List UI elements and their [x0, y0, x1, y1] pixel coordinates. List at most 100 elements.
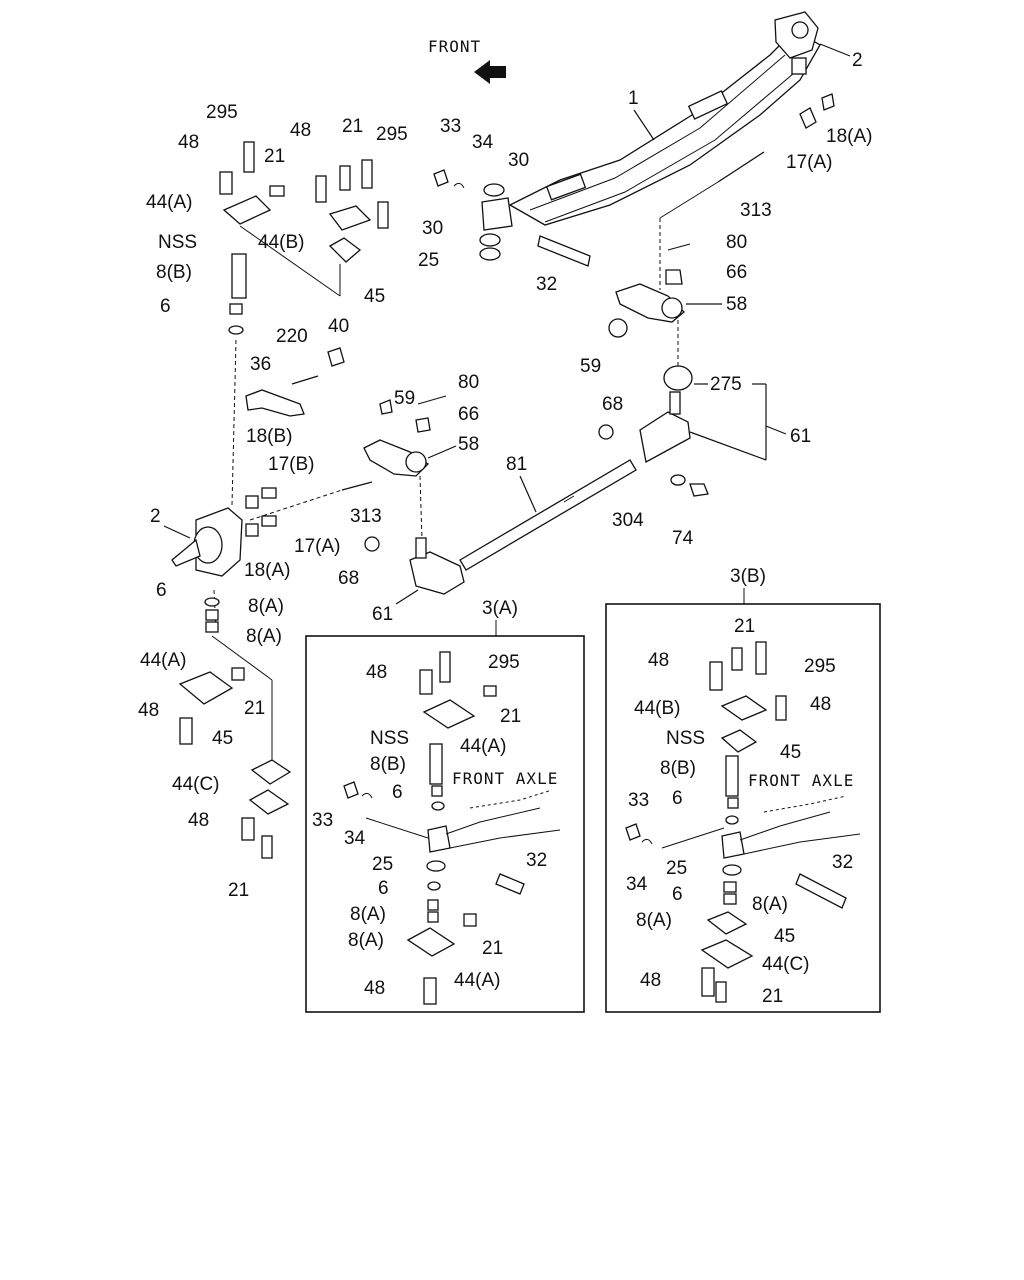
- callout-21-bottom: 21: [228, 880, 249, 901]
- callout-58-center: 58: [458, 434, 479, 455]
- callout-32: 32: [536, 274, 557, 295]
- inset-a-44a-top: 44(A): [460, 736, 506, 757]
- inset-3b-parts: [625, 641, 861, 1003]
- inset-a-21-bottom: 21: [482, 938, 503, 959]
- bolts-18-17-left: [245, 487, 277, 537]
- callout-6-lower: 6: [156, 580, 167, 601]
- callout-18a-left: 18(A): [244, 560, 290, 581]
- inset-b-48-mid: 48: [810, 694, 831, 715]
- callout-66-right: 66: [726, 262, 747, 283]
- callout-45-upper: 45: [364, 286, 385, 307]
- tie-rod-81: [459, 459, 637, 571]
- inset-3a-parts: [343, 651, 561, 1005]
- inset-a-48-top: 48: [366, 662, 387, 683]
- inset-b-45-top: 45: [780, 742, 801, 763]
- callouts-inset-b: 21 48 295 44(B) 48 NSS 45 8(B) 33 6 34 2…: [626, 616, 853, 1007]
- callout-2-right: 2: [852, 50, 863, 71]
- inset-b-nss: NSS: [666, 728, 705, 749]
- inset-a-6-bottom: 6: [378, 878, 389, 899]
- inset-b-8a-a: 8(A): [752, 894, 788, 915]
- knuckle-arm-center: [363, 395, 447, 541]
- inset-3b-axle-label: FRONT AXLE: [748, 771, 854, 790]
- tie-rod-end-right: [598, 391, 691, 463]
- callout-66-center: 66: [458, 404, 479, 425]
- callout-275: 275: [710, 374, 742, 395]
- callout-313-right: 313: [740, 200, 772, 221]
- inset-a-48-bottom: 48: [364, 978, 385, 999]
- front-label: FRONT: [428, 37, 481, 56]
- callout-30-a: 30: [508, 150, 529, 171]
- callout-80-center: 80: [458, 372, 479, 393]
- callout-45-lower: 45: [212, 728, 233, 749]
- inset-a-8a-b: 8(A): [348, 930, 384, 951]
- inset-a-44a-bottom: 44(A): [454, 970, 500, 991]
- nut-74: [689, 483, 709, 497]
- tie-rod-313-right: [717, 151, 765, 183]
- callout-68-left: 68: [338, 568, 359, 589]
- inset-a-34: 34: [344, 828, 366, 849]
- callout-21-b: 21: [342, 116, 363, 137]
- callout-295-center: 295: [376, 124, 408, 145]
- callout-30-b: 30: [422, 218, 443, 239]
- inset-b-6-bottom: 6: [672, 884, 683, 905]
- inset-b-6-top: 6: [672, 788, 683, 809]
- callout-304: 304: [612, 510, 644, 531]
- callout-61-right: 61: [790, 426, 811, 447]
- lower-left-parts: [178, 597, 292, 859]
- bolt-17a-right: [799, 107, 817, 129]
- inset-a-33: 33: [312, 810, 333, 831]
- callout-48-a: 48: [178, 132, 199, 153]
- washer-304: [670, 474, 686, 486]
- callout-81: 81: [506, 454, 527, 475]
- front-arrow-icon: [474, 60, 506, 84]
- callout-80-right: 80: [726, 232, 747, 253]
- callout-36: 36: [250, 354, 271, 375]
- callout-220: 220: [276, 326, 308, 347]
- callout-17b: 17(B): [268, 454, 314, 475]
- callout-18b: 18(B): [246, 426, 292, 447]
- nut-18a-right: [821, 93, 835, 111]
- dust-boot-275: [663, 320, 693, 391]
- inset-a-6-top: 6: [392, 782, 403, 803]
- callout-59-right: 59: [580, 356, 601, 377]
- callout-8b: 8(B): [156, 262, 192, 283]
- callout-21-lower: 21: [244, 698, 265, 719]
- upper-left-cap-group: [219, 141, 389, 335]
- steering-knuckle-left: [171, 339, 243, 631]
- callout-1: 1: [628, 88, 639, 109]
- callout-17a-left: 17(A): [294, 536, 340, 557]
- callout-74: 74: [672, 528, 694, 549]
- inset-a-8b: 8(B): [370, 754, 406, 775]
- callout-8a-a: 8(A): [248, 596, 284, 617]
- inset-b-8a-b: 8(A): [636, 910, 672, 931]
- inset-b-21-bottom: 21: [762, 986, 783, 1007]
- callout-44a-upper: 44(A): [146, 192, 192, 213]
- inset-a-25: 25: [372, 854, 393, 875]
- callout-21-a: 21: [264, 146, 285, 167]
- callout-61-left: 61: [372, 604, 393, 625]
- callout-17a-right: 17(A): [786, 152, 832, 173]
- inset-a-nss: NSS: [370, 728, 409, 749]
- callout-48-lower: 48: [138, 700, 159, 721]
- callout-34: 34: [472, 132, 494, 153]
- inset-a-21-top: 21: [500, 706, 521, 727]
- inset-a-32: 32: [526, 850, 547, 871]
- callout-58-right: 58: [726, 294, 747, 315]
- upper-center-parts: [433, 169, 591, 267]
- callouts-inset-a: 48 295 21 NSS 44(A) 8(B) 6 33 34 25 32 6…: [312, 652, 547, 999]
- callout-25: 25: [418, 250, 439, 271]
- inset-3a-axle-label: FRONT AXLE: [452, 769, 558, 788]
- inset-b-25: 25: [666, 858, 687, 879]
- front-axle-beam: [508, 11, 821, 226]
- callout-44c-lower: 44(C): [172, 774, 220, 795]
- callout-44a-lower: 44(A): [140, 650, 186, 671]
- callout-68-right: 68: [602, 394, 623, 415]
- inset-b-45-bottom: 45: [774, 926, 795, 947]
- callout-6-upper: 6: [160, 296, 171, 317]
- callout-33: 33: [440, 116, 461, 137]
- inset-b-44c: 44(C): [762, 954, 810, 975]
- callouts-main: 1 2 18(A) 17(A) 313 80 66 58 59 275 61 2…: [138, 43, 872, 901]
- callout-44b-upper: 44(B): [258, 232, 304, 253]
- inset-b-21-top: 21: [734, 616, 755, 637]
